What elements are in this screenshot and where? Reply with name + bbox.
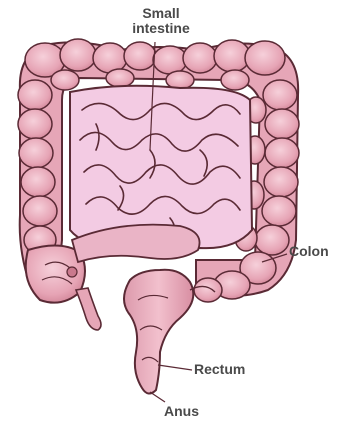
appendix [76,288,101,330]
small-intestine-label: Small intestine [126,6,196,36]
small-intestine-label-line1: Small [126,6,196,21]
anus-label: Anus [164,404,199,419]
colon-label: Colon [289,244,329,259]
rectum-label: Rectum [194,362,245,377]
rectum-leader [158,365,192,370]
small-intestine-label-line2: intestine [126,21,196,36]
anus-leader [150,392,165,402]
